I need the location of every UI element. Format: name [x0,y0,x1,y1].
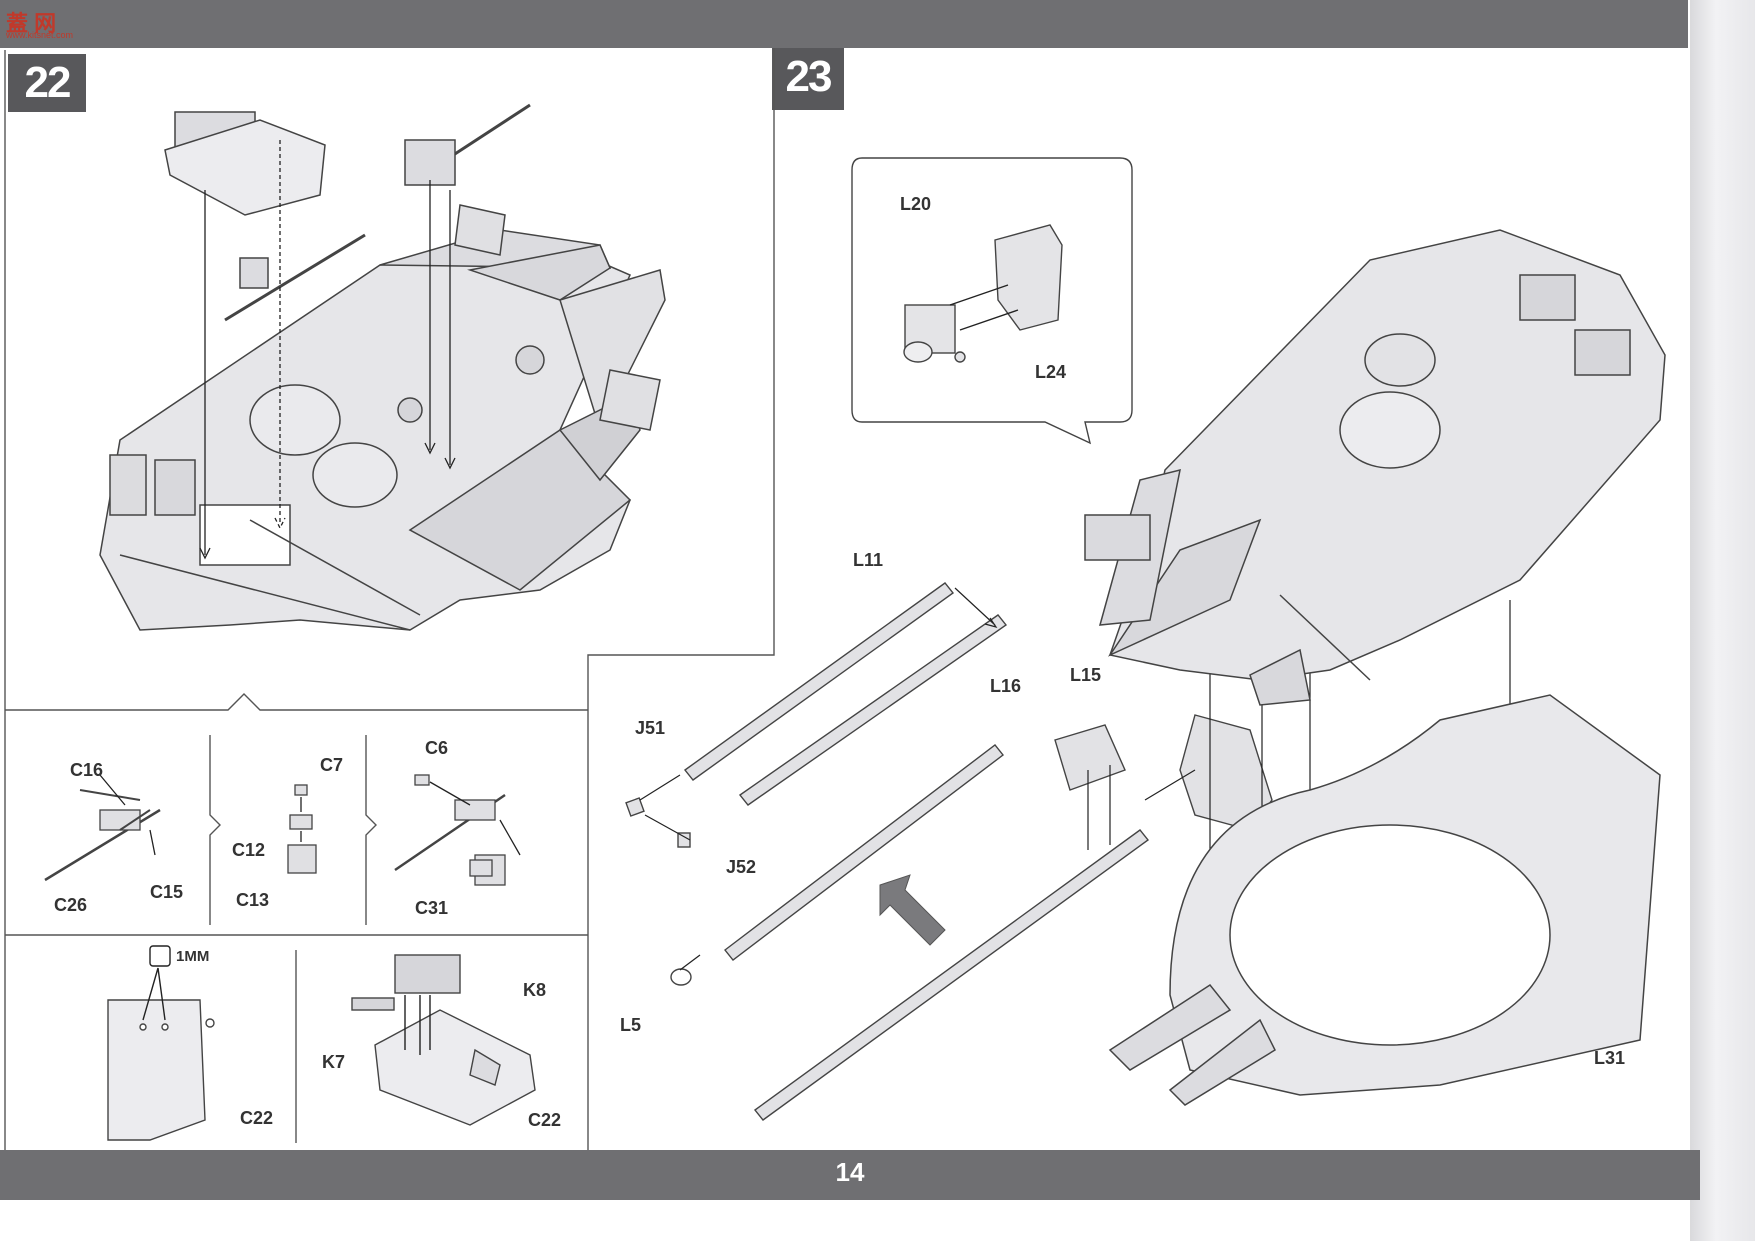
label-K7: K7 [322,1052,346,1072]
bottom-bar [0,1150,1700,1200]
step23-arrows [639,440,1511,1045]
barrel-parts [625,582,1273,1121]
page-number: 14 [835,1157,865,1187]
step-23-badge: 23 [772,48,844,110]
step23-hull-drawing [1084,229,1666,706]
label-L16: L16 [990,676,1022,696]
label-L24: L24 [1035,362,1067,382]
page-edge [1690,0,1755,1241]
label-C31: C31 [415,898,449,918]
label-L15: L15 [1070,665,1102,685]
callout-parts [903,224,1063,363]
step22-hull-drawing [99,204,666,631]
label-L31: L31 [1594,1048,1626,1068]
label-C12: C12 [232,840,266,860]
step-22-badge: 22 [8,54,86,112]
label-J52: J52 [726,857,757,877]
label-C15: C15 [150,882,184,902]
label-L5: L5 [620,1015,642,1035]
hull-L31-drawing [1108,694,1661,1106]
label-K8: K8 [523,980,547,1000]
sub-e-drawing [351,954,536,1126]
watermark-logo: 蓋 网 [6,11,57,36]
label-C22-right: C22 [528,1110,562,1130]
label-L11: L11 [853,550,884,570]
sub-b-drawing [287,784,317,874]
label-C22-left: C22 [240,1108,274,1128]
assembly-illustration [4,48,1666,1150]
label-L20: L20 [900,194,932,214]
sub-d-drawing [107,945,215,1141]
watermark-url: www.kitsnet.com [6,30,74,40]
top-bar [0,0,1688,48]
step22-arrows [199,140,456,560]
sub-c-drawing [394,774,521,886]
label-C16: C16 [70,760,104,780]
label-J51: J51 [635,718,666,738]
label-C13: C13 [236,890,270,910]
callout-bubble [851,157,1133,445]
label-drill-1mm: 1MM [176,948,210,965]
label-C26: C26 [54,895,88,915]
label-C7: C7 [320,755,344,775]
direction-arrow-icon [879,874,946,946]
sub-a-drawing [44,774,161,882]
label-C6: C6 [425,738,449,758]
